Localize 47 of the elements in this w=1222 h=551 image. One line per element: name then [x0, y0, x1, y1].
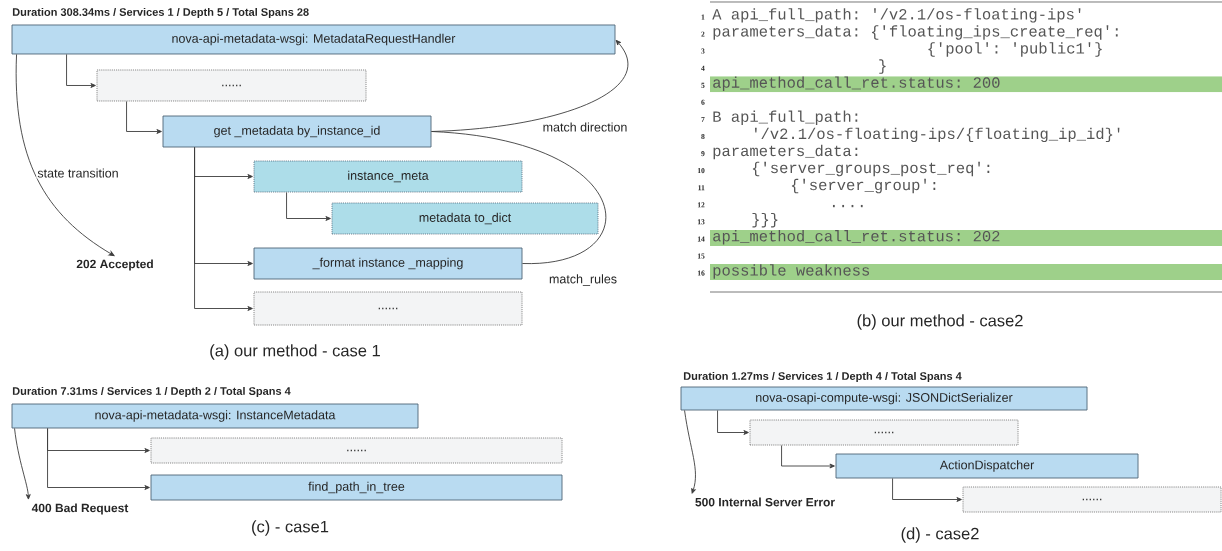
process-box: find_path_in_tree: [150, 474, 563, 501]
code-line: ....: [832, 204, 863, 208]
code-line: A api_full_path: '/v2.1/os-floating-ips': [712, 8, 1081, 23]
edge-label: match_rules: [547, 273, 619, 287]
status-text: 400 Bad Request: [31, 503, 129, 515]
arrow: [194, 147, 253, 311]
collapsed-span-box: ......: [749, 419, 1019, 446]
status-text: 202 Accepted: [76, 259, 153, 271]
process-box: get _metadata by_instance_id: [162, 115, 432, 148]
arrow: [781, 445, 835, 469]
edge-label: state transition: [36, 167, 120, 179]
collapsed-span-box: ......: [150, 437, 563, 464]
process-box: nova-api-metadata-wsgi: MetadataRequestHandler: [11, 24, 616, 55]
process-box: ActionDispatcher: [835, 453, 1139, 479]
edge-label: match direction: [541, 121, 629, 133]
span-box: instance_meta: [253, 160, 523, 193]
collapsed-span-box: ......: [96, 69, 367, 102]
arrow: [66, 54, 96, 88]
subfigure-caption: (d) - case2: [901, 527, 979, 543]
code-line: parameters_data:: [713, 144, 858, 160]
process-box: nova-osapi-compute-wsgi: JSONDictSerializer: [680, 386, 1088, 411]
arrow: [47, 428, 150, 490]
collapsed-span-box: ......: [962, 486, 1222, 513]
curved-arrow: [15, 54, 115, 257]
subfigure-caption: (a) our method - case 1: [210, 344, 380, 360]
code-line: }}}: [752, 212, 778, 228]
arrow: [717, 410, 749, 435]
arrow: [286, 192, 331, 221]
code-line: B api_full_path:: [713, 110, 858, 125]
arrow: [126, 101, 162, 134]
code-line: '/v2.1/os-floating-ips/{floating_ip_id}': [755, 127, 1120, 143]
span-box: metadata to_dict: [331, 202, 599, 235]
code-line: {'pool': 'public1'}: [928, 42, 1102, 57]
arrow: [892, 478, 962, 502]
code-line: {'server_group':: [791, 178, 936, 194]
subfigure-caption: (b) our method - case2: [857, 314, 1023, 330]
collapsed-span-box: ......: [253, 291, 523, 326]
process-box: nova-api-metadata-wsgi: InstanceMetadata: [11, 403, 419, 429]
process-box: _format instance _mapping: [253, 247, 523, 280]
code-line: parameters_data: {'floating_ips_create_req':: [713, 25, 1118, 40]
code-line: }: [879, 59, 886, 74]
curved-line: [431, 131, 607, 264]
status-text: 500 Internal Server Error: [695, 497, 835, 507]
code-line: {'server_groups_post_req':: [752, 161, 990, 177]
curved-arrow: [14, 428, 31, 500]
subfigure-caption: (c) - case1: [252, 520, 329, 536]
curved-arrow: [684, 410, 696, 494]
